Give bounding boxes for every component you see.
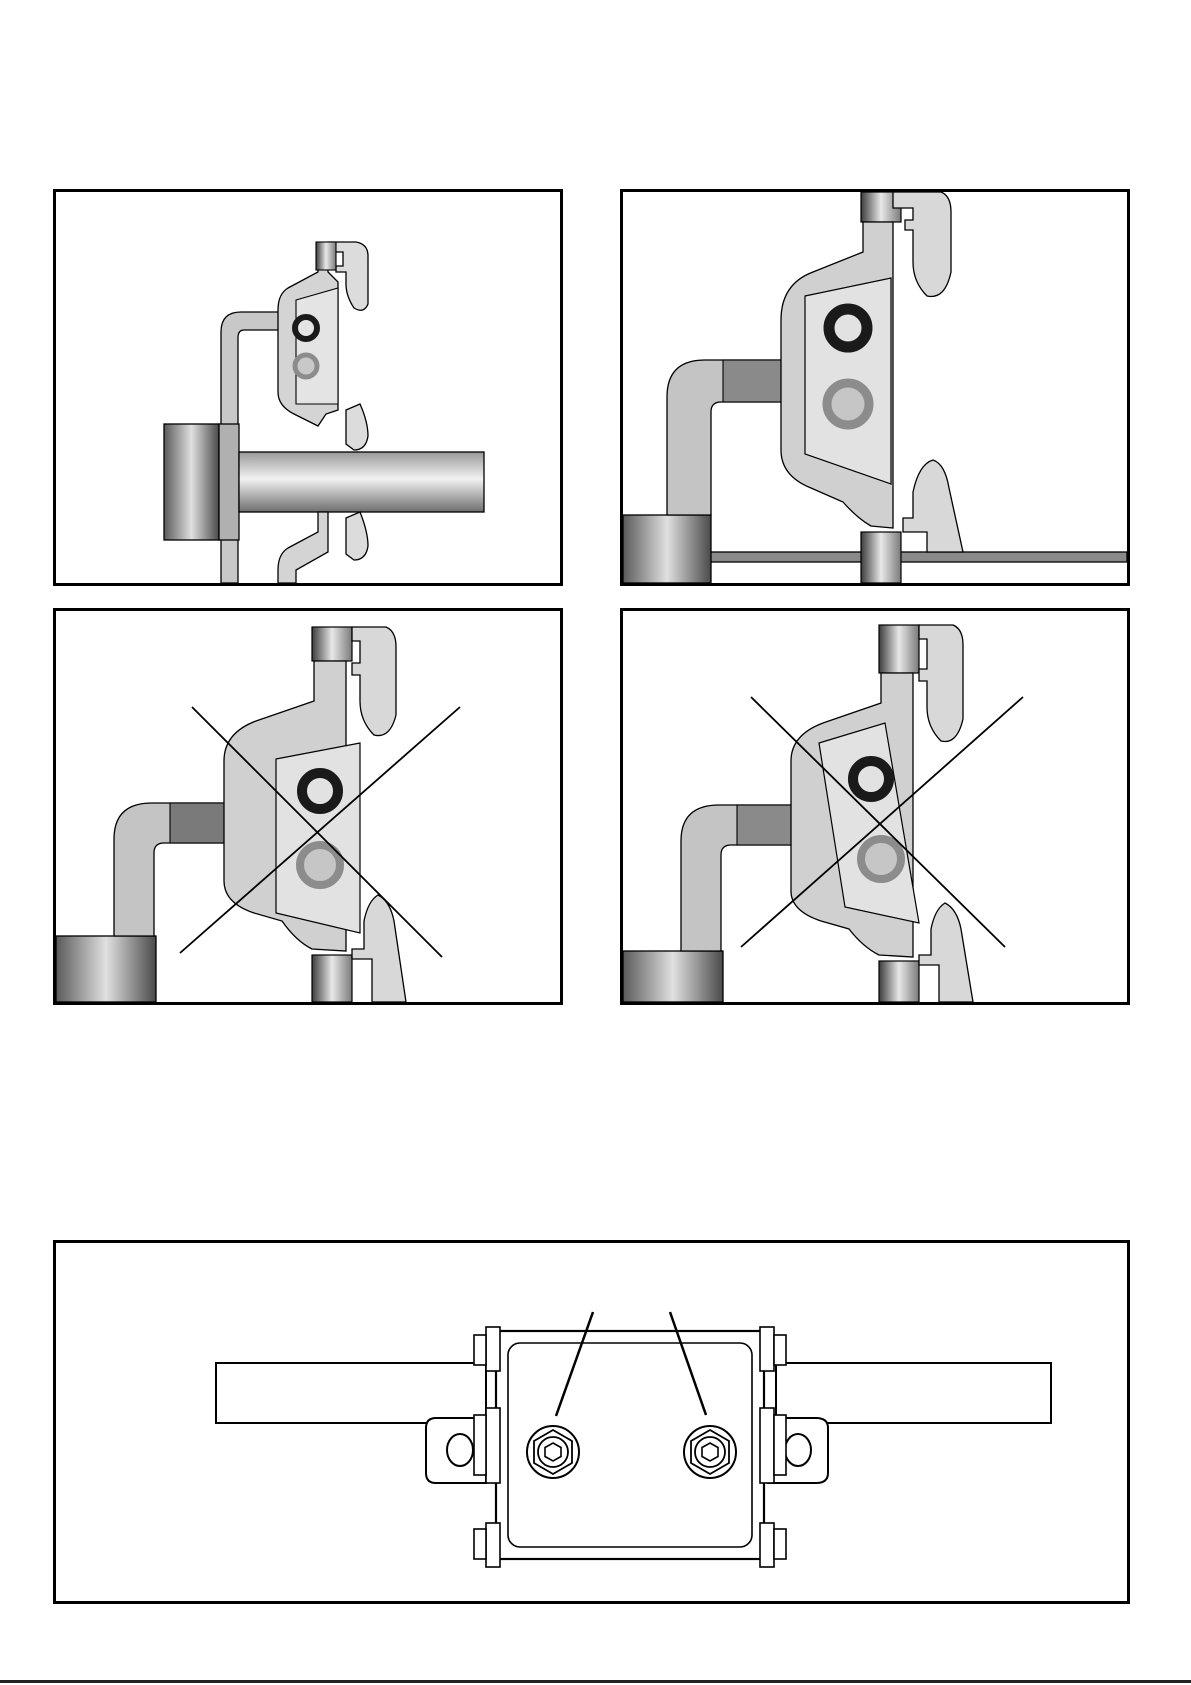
clip-correct-drawing	[623, 192, 1127, 583]
mount-block	[164, 424, 219, 540]
lower-jaw	[903, 460, 963, 552]
panel-correct-closeup	[620, 189, 1130, 586]
lower-jaw	[919, 903, 973, 1002]
bolt-right-icon	[684, 1426, 736, 1478]
ring-lower-icon	[827, 383, 869, 425]
upper-jaw	[893, 192, 951, 297]
fuse-top-view-drawing	[56, 1243, 1127, 1601]
panel-top-view	[53, 1240, 1130, 1604]
page-bottom-rule	[0, 1680, 1191, 1683]
mount-block	[623, 515, 711, 583]
bus-bar-left	[216, 1363, 486, 1423]
ring-lower-icon	[295, 355, 317, 377]
clip-incorrect-tilted-drawing	[623, 611, 1127, 1002]
panel-incorrect-2	[620, 608, 1130, 1005]
mount-block	[623, 951, 723, 1002]
clip-overview-drawing	[56, 192, 560, 583]
clip-incorrect-drawing	[56, 611, 560, 1002]
bolt-left-icon	[527, 1426, 579, 1478]
mount-block	[56, 936, 156, 1002]
ring-lower-icon	[300, 845, 340, 885]
bus-bar-right	[776, 1363, 1051, 1423]
ring-lower-icon	[861, 839, 901, 879]
contact-pin	[239, 452, 484, 512]
upper-jaw	[352, 627, 396, 736]
panel-overview-small	[53, 189, 563, 586]
panel-incorrect-1	[53, 608, 563, 1005]
upper-jaw	[919, 625, 963, 742]
